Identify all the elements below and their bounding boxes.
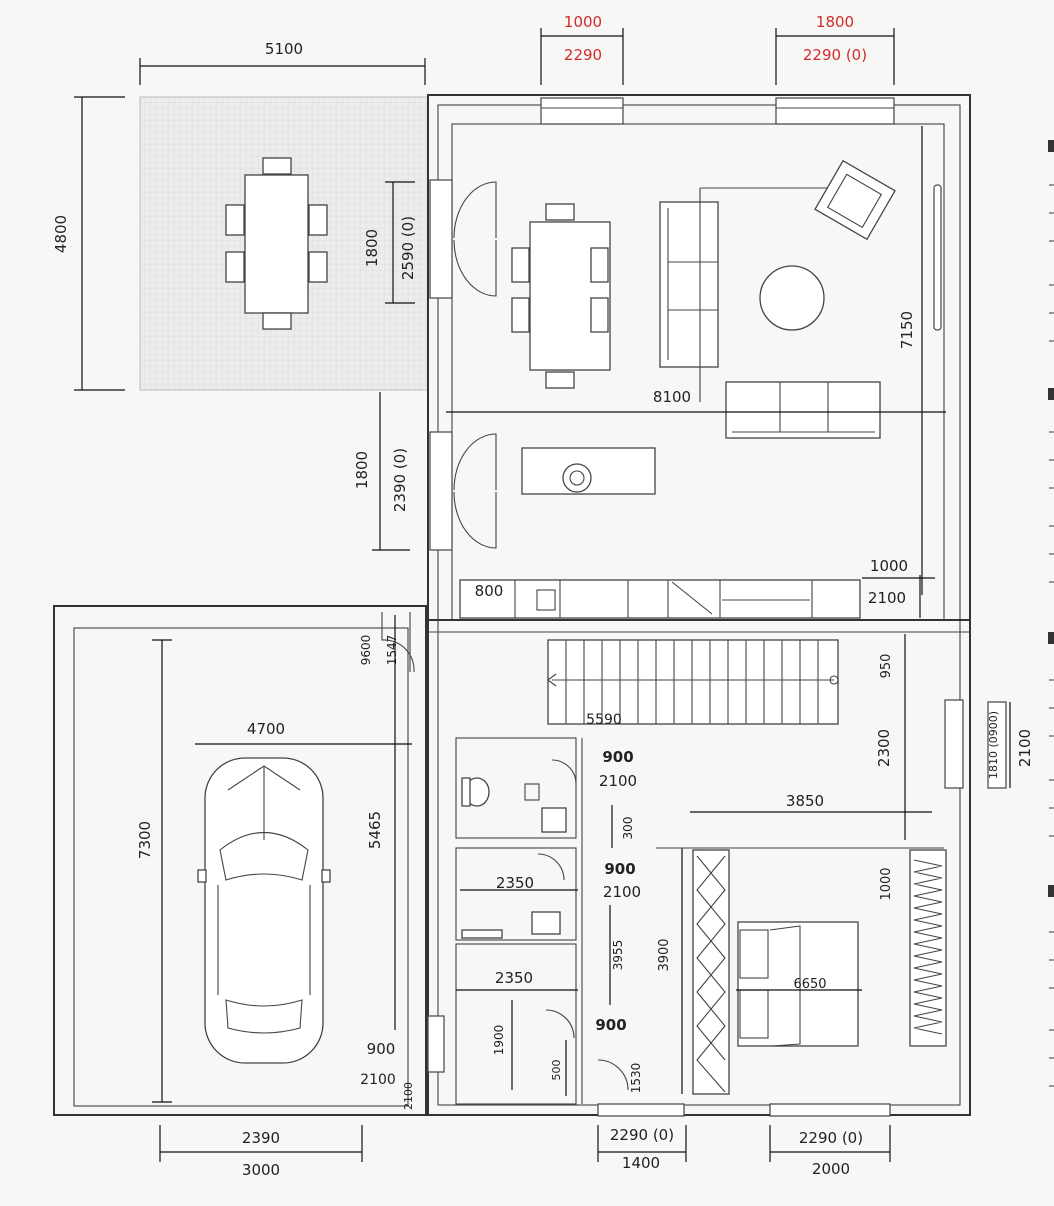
bottom-right-bottom: 2000 [812, 1160, 850, 1178]
entry-door-width: 900 [367, 1040, 396, 1058]
bedroom-bed-label: 6650 [793, 977, 826, 992]
kitchen-counter: 800 [459, 579, 861, 619]
living-depth-dim: 7150 [898, 126, 923, 595]
bottom-garage-top: 2390 [242, 1129, 280, 1147]
garage-side-label: 5465 [366, 811, 384, 849]
window-right-hall: 1810 (0900) 2100 [944, 699, 1034, 789]
garage-door-width: 9600 [359, 635, 373, 666]
hall-door-dim: 1000 2100 [862, 557, 935, 618]
terrace-door: 1800 2590 (0) [363, 179, 497, 304]
terrace-table [225, 157, 328, 330]
laundry-width-label: 2350 [495, 969, 533, 987]
bedroom-width-label: 3850 [786, 792, 824, 810]
laundry-door-label: 900 [595, 1016, 626, 1034]
garage-door: 9600 1547 [359, 612, 415, 673]
top-window-2-height: 2290 (0) [803, 46, 867, 64]
living-width-label: 8100 [653, 388, 691, 406]
window-right-height: 2100 [1016, 729, 1034, 767]
corridor-len-1: 3955 [611, 940, 625, 971]
terrace-door-width: 1800 [363, 229, 381, 267]
living-door: 1800 2390 (0) [353, 392, 497, 551]
laundry-room: 2350 1900 900 500 1530 [455, 943, 643, 1105]
entry-door-height: 2100 [360, 1072, 396, 1088]
corridor: 3955 3900 [581, 738, 683, 1104]
garage-side-dim: 5465 [366, 615, 396, 1030]
bath-room: 2350 900 2100 [455, 847, 641, 941]
top-window-2: 1800 2290 (0) [775, 13, 895, 125]
terrace-width-dim: 5100 [139, 40, 426, 85]
hall-door-width: 1000 [870, 557, 908, 575]
bath-door-height: 2100 [603, 883, 641, 901]
top-window-1: 1000 2290 [540, 13, 624, 125]
kitchen-sink-label: 800 [475, 582, 504, 600]
top-window-1-height: 2290 [564, 46, 602, 64]
garage-width-dim: 4700 [195, 720, 412, 745]
bottom-dim-right: 2290 (0) 2000 [769, 1125, 891, 1178]
kitchen-island [521, 447, 656, 495]
window-right-living [933, 184, 942, 331]
entry-door-side: 2100 [402, 1082, 415, 1110]
wc-small-label: 300 [621, 817, 635, 840]
garage-depth-dim: 7300 [136, 639, 172, 1103]
dining-table [511, 203, 611, 389]
living-door-width: 1800 [353, 451, 371, 489]
closet-small-label: 500 [550, 1060, 563, 1081]
living-width-dim: 8100 [446, 388, 946, 413]
house-walls [53, 94, 971, 1116]
top-window-2-width: 1800 [816, 13, 854, 31]
stair-length-label: 5590 [586, 712, 622, 728]
garage-depth-label: 7300 [136, 821, 154, 859]
hall-door-height: 2100 [868, 589, 906, 607]
bedroom-door-label: 1000 [879, 867, 894, 900]
living-depth-label: 7150 [898, 311, 916, 349]
sofa-set [659, 159, 896, 439]
bottom-dim-mid: 2290 (0) 1400 [597, 1125, 687, 1172]
closet-door-label: 1530 [629, 1063, 643, 1094]
top-window-1-width: 1000 [564, 13, 602, 31]
bottom-mid-top: 2290 (0) [610, 1126, 674, 1144]
entry-door: 900 2100 2100 [360, 1015, 445, 1110]
staircase: 5590 [547, 639, 839, 728]
bottom-garage-bottom: 3000 [242, 1161, 280, 1179]
wc-door-height: 2100 [599, 772, 637, 790]
stair-side-label: 950 [879, 654, 894, 679]
car-icon [197, 757, 331, 1064]
bottom-dim-garage: 2390 3000 [159, 1125, 363, 1179]
terrace-depth-label: 4800 [52, 215, 70, 253]
laundry-depth-label: 1900 [492, 1025, 506, 1056]
bath-width-label: 2350 [496, 874, 534, 892]
corridor-len-2: 3900 [657, 938, 672, 971]
window-right-label: 1810 (0900) [987, 711, 1000, 779]
bottom-window-mid [597, 1103, 685, 1117]
bath-door-width: 900 [604, 860, 635, 878]
hall-height-label: 2300 [875, 729, 893, 767]
bottom-mid-bottom: 1400 [622, 1154, 660, 1172]
cropped-sidebar-marks [1048, 140, 1054, 1087]
garage-width-label: 4700 [247, 720, 285, 738]
terrace-width-label: 5100 [265, 40, 303, 58]
terrace-door-height: 2590 (0) [399, 216, 417, 280]
bottom-window-right [769, 1103, 891, 1117]
terrace [139, 96, 429, 391]
living-door-height: 2390 (0) [391, 448, 409, 512]
terrace-depth-dim: 4800 [52, 96, 125, 391]
wc-door-width: 900 [602, 748, 633, 766]
hall-dims: 950 2300 [875, 634, 906, 840]
bottom-right-top: 2290 (0) [799, 1129, 863, 1147]
bedroom: 6650 3850 1000 [656, 792, 947, 1095]
garage-door-height: 1547 [385, 635, 399, 666]
wc-room: 900 2100 300 [455, 737, 637, 848]
